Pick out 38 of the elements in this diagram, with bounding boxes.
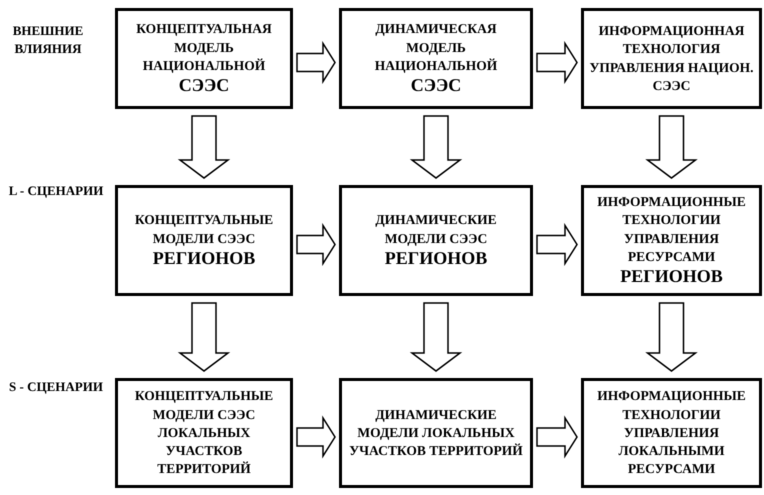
block-arrow <box>410 302 462 372</box>
box-text: ДИНАМИЧЕСКИЕ МОДЕЛИ СЭЭС <box>374 211 498 248</box>
box-text: КОНЦЕПТУАЛЬНЫЕ МОДЕЛИ СЭЭС <box>134 211 274 248</box>
block-arrow <box>296 40 336 84</box>
process-box <box>115 378 293 488</box>
process-box <box>339 378 533 488</box>
process-box <box>339 8 533 109</box>
row-label: ВНЕШНИЕ ВЛИЯНИЯ <box>12 22 84 58</box>
row-label: S - СЦЕНАРИИ <box>8 378 104 396</box>
block-arrow <box>536 415 578 459</box>
process-box <box>115 8 293 109</box>
box-text: ИНФОРМАЦИОННАЯ ТЕХНОЛОГИЯ УПРАВЛЕНИЯ НАЦИОН. СЭЭС <box>588 22 754 95</box>
box-text: ИНФОРМАЦИОННЫЕ ТЕХНОЛОГИИ УПРАВЛЕНИЯ РЕСУРСАМИ <box>596 193 747 266</box>
block-arrow <box>645 302 698 372</box>
box-text: КОНЦЕПТУАЛЬНЫЕ МОДЕЛИ СЭЭС ЛОКАЛЬНЫХ УЧАСТКОВ ТЕРРИТОРИЙ <box>134 387 274 478</box>
block-arrow <box>645 115 698 179</box>
block-arrow <box>536 222 578 266</box>
block-arrow <box>410 115 462 179</box>
box-text: РЕГИОНОВ <box>384 248 488 270</box>
block-arrow <box>178 115 230 179</box>
process-box <box>581 378 762 488</box>
box-text: РЕГИОНОВ <box>620 266 723 288</box>
row-label: L - СЦЕНАРИИ <box>8 182 104 200</box>
block-arrow <box>178 302 230 372</box>
block-arrow <box>296 222 336 266</box>
process-box <box>581 185 762 296</box>
box-text: СЭЭС <box>178 75 230 97</box>
block-arrow <box>536 40 578 84</box>
box-text: КОНЦЕПТУАЛЬНАЯ МОДЕЛЬ НАЦИОНАЛЬНОЙ <box>135 20 273 75</box>
box-text: СЭЭС <box>410 75 462 97</box>
process-box <box>115 185 293 296</box>
process-box <box>581 8 762 109</box>
box-text: ИНФОРМАЦИОННЫЕ ТЕХНОЛОГИИ УПРАВЛЕНИЯ ЛОКАЛЬНЫМИ РЕСУРСАМИ <box>596 387 747 478</box>
box-text: ДИНАМИЧЕСКИЕ МОДЕЛИ ЛОКАЛЬНЫХ УЧАСТКОВ ТЕРРИТОРИЙ <box>348 406 524 460</box>
box-text: РЕГИОНОВ <box>152 248 256 270</box>
process-box <box>339 185 533 296</box>
block-arrow <box>296 415 336 459</box>
box-text: ДИНАМИЧЕСКАЯ МОДЕЛЬ НАЦИОНАЛЬНОЙ <box>374 20 498 75</box>
